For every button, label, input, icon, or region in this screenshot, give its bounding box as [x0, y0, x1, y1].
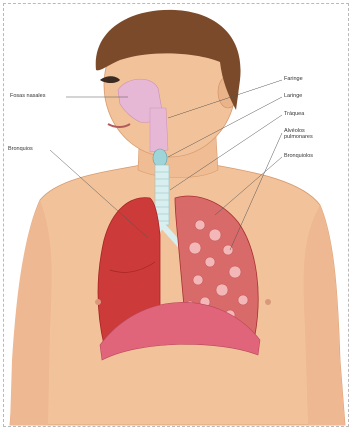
- label-bronquios: Bronquios: [8, 146, 33, 152]
- left-arm: [10, 200, 52, 425]
- nipple-right: [265, 299, 271, 305]
- larynx: [153, 149, 167, 167]
- label-laringe: Laringe: [284, 93, 302, 99]
- nipple-left: [95, 299, 101, 305]
- right-arm: [304, 205, 345, 425]
- label-faringe: Faringe: [284, 76, 303, 82]
- label-alveolos: Alvéolos pulmonares: [284, 128, 328, 141]
- label-bronquiolos: Bronquiolos: [284, 153, 313, 159]
- label-traquea: Tráquea: [284, 111, 304, 117]
- pharynx: [150, 108, 168, 152]
- label-fosas-nasales: Fosas nasales: [10, 93, 45, 99]
